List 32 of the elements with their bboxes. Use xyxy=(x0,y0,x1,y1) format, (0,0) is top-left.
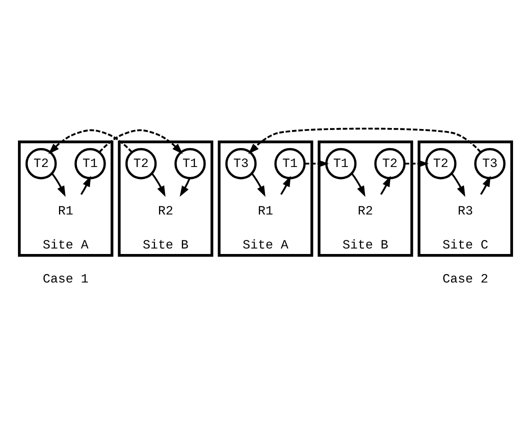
arrow xyxy=(280,176,291,195)
arrow xyxy=(98,129,183,154)
arrow xyxy=(151,173,166,197)
node-circle: T1 xyxy=(325,148,357,180)
node-circle: T2 xyxy=(374,148,406,180)
node-text: R3 xyxy=(458,203,473,218)
arrow xyxy=(180,178,191,197)
arrow xyxy=(52,173,66,197)
node-text: R2 xyxy=(358,203,374,218)
arrow xyxy=(80,176,91,195)
arrow xyxy=(451,173,466,197)
arrow xyxy=(480,176,491,195)
arrow xyxy=(404,160,429,168)
arrow xyxy=(48,129,132,154)
arrow xyxy=(251,173,266,197)
node-circle: T2 xyxy=(425,148,456,180)
node-circle: T1 xyxy=(274,148,306,180)
label: Case 2 xyxy=(442,271,488,286)
node-circle: T2 xyxy=(25,148,57,180)
node-circle: T1 xyxy=(74,148,106,180)
node-circle: T1 xyxy=(174,148,206,180)
node-circle: T3 xyxy=(225,148,257,180)
arrow xyxy=(304,160,329,168)
node-circle: T2 xyxy=(125,148,157,180)
node-circle: T3 xyxy=(474,148,506,180)
arrow xyxy=(248,128,482,154)
node-text: R1 xyxy=(258,203,274,218)
node-text: R1 xyxy=(58,203,74,218)
label: Case 1 xyxy=(42,271,89,286)
arrow xyxy=(380,176,391,195)
node-text: R2 xyxy=(158,203,174,218)
arrow xyxy=(351,173,366,197)
